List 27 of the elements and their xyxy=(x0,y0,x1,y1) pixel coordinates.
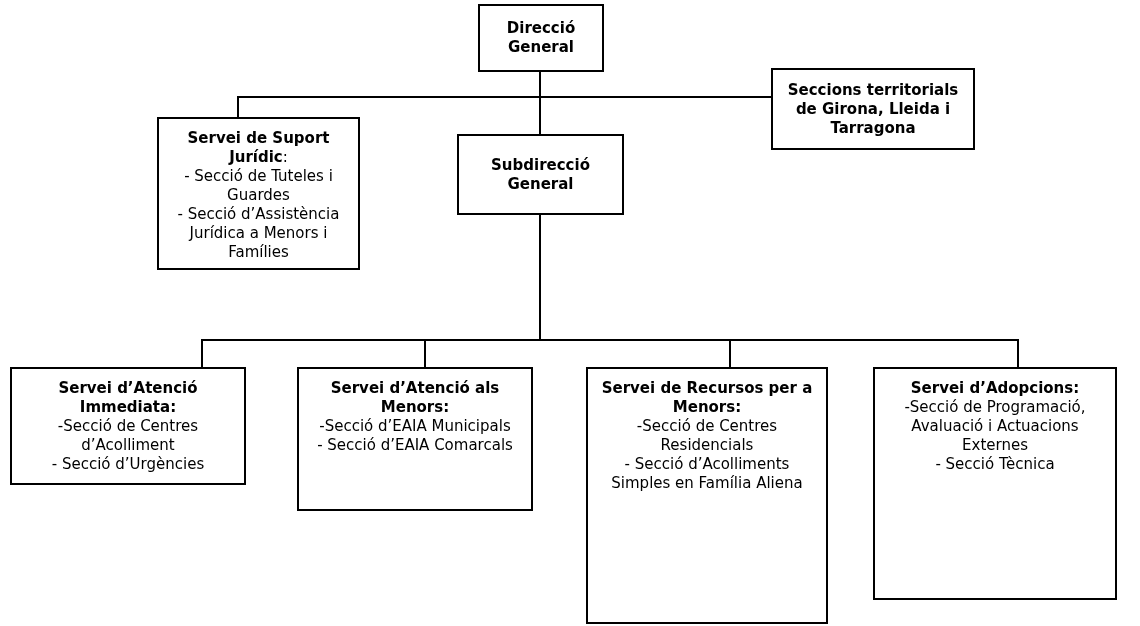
unit-title: Servei de Recursos per a Menors: xyxy=(600,379,814,417)
section-text: -Secció de Programació, Avaluació i Actuacions Externes xyxy=(903,398,1087,455)
section-text: - Secció d’EAIA Comarcals xyxy=(317,436,513,455)
unit-title: Servei de Suport Jurídic: xyxy=(186,129,331,167)
section-text: -Secció de Centres Residencials xyxy=(635,417,779,455)
unit-title: Servei d’Atenció als Menors: xyxy=(329,379,501,417)
section-text: -Secció d’EAIA Municipals xyxy=(319,417,511,436)
org-unit-box xyxy=(10,367,246,485)
unit-title: Subdirecció General xyxy=(490,155,591,194)
org-unit-box xyxy=(771,68,975,150)
org-unit-box xyxy=(297,367,533,511)
section-text: -Secció de Centres d’Acolliment xyxy=(56,417,200,455)
unit-title: Seccions territorials de Girona, Lleida i Tarragona xyxy=(786,80,960,138)
org-unit-box xyxy=(478,4,604,72)
unit-title: Servei d’Atenció Immediata: xyxy=(57,379,199,417)
section-text: - Secció de Tuteles i Guardes xyxy=(183,167,334,205)
section-text: - Secció d’Assistència Jurídica a Menors i Famílies xyxy=(176,205,341,262)
connector-line xyxy=(539,71,541,135)
section-text: - Secció d’Acolliments Simples en Família Aliena xyxy=(610,455,804,493)
org-unit-box xyxy=(157,117,360,270)
section-text: - Secció d’Urgències xyxy=(51,455,205,474)
org-unit-box xyxy=(586,367,828,624)
unit-title: Direcció General xyxy=(505,19,577,57)
unit-title: Servei d’Adopcions: xyxy=(910,379,1080,398)
section-text: - Secció Tècnica xyxy=(935,455,1055,474)
org-unit-box xyxy=(873,367,1117,600)
org-unit-box xyxy=(457,134,624,215)
